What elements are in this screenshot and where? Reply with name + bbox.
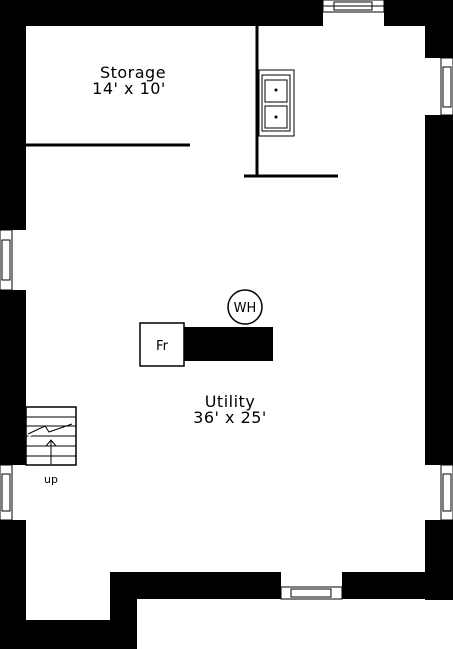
wall-right-middle <box>425 115 453 465</box>
window-top <box>322 0 385 13</box>
window-left-lower <box>0 464 13 521</box>
utility-room-name: Utility <box>205 392 256 411</box>
stairs-arrow-head <box>45 439 57 447</box>
wall-left-middle <box>0 290 26 465</box>
stairs-label: up <box>44 473 58 486</box>
storage-room-name: Storage <box>100 63 166 82</box>
window-left-upper <box>0 229 13 291</box>
furnace-label: Fr <box>156 339 169 354</box>
furnace-symbol <box>139 322 185 367</box>
duct-block <box>184 327 273 361</box>
wall-top-left <box>0 0 323 26</box>
window-right-upper <box>440 57 453 116</box>
wall-left-upper <box>0 0 26 230</box>
window-right-lower <box>440 464 453 521</box>
water-heater-symbol <box>227 289 263 325</box>
window-bottom <box>280 586 343 600</box>
wall-bottom-right <box>342 572 453 599</box>
storage-room-dims: 14' x 10' <box>92 79 166 98</box>
stairs <box>25 406 77 466</box>
water-heater-label: WH <box>234 301 257 316</box>
sink <box>258 69 295 137</box>
wall-right-top <box>425 0 453 58</box>
wall-bottom-middle <box>110 572 281 599</box>
utility-room-dims: 36' x 25' <box>193 408 267 427</box>
